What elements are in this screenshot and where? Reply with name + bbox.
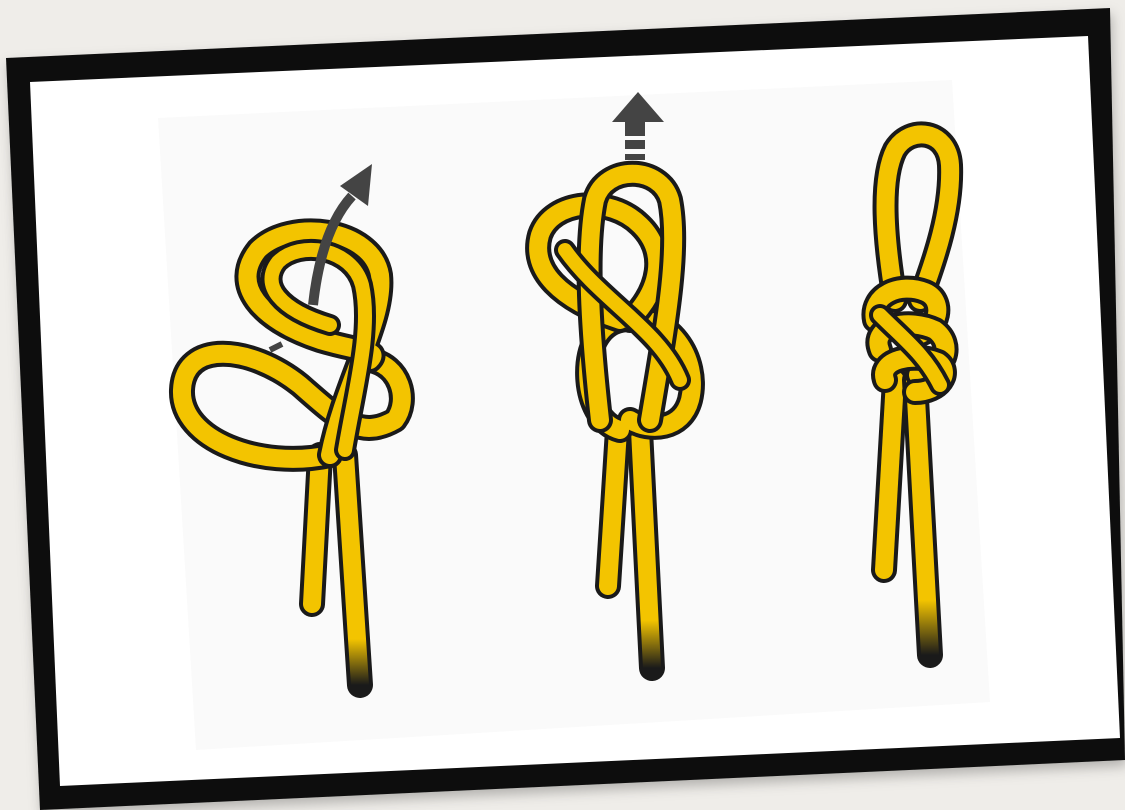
illustration-panel [158, 80, 990, 750]
